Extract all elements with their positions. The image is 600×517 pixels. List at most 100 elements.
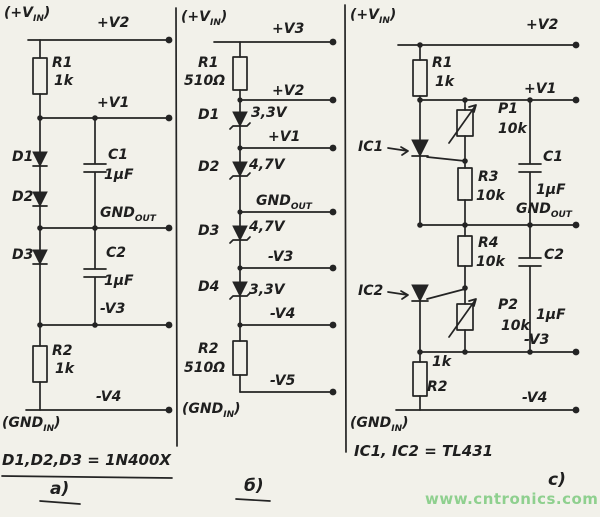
r3-name-c: R3 — [478, 169, 499, 185]
d3-name-b: D3 — [198, 223, 220, 239]
rail-label-v4-b: -V4 — [270, 306, 296, 322]
diode-d1-a — [32, 151, 48, 168]
c2-name-c: C2 — [544, 247, 565, 263]
capacitor-c1-a — [83, 117, 107, 229]
c1-value-a: 1µF — [104, 167, 134, 183]
ic1-tl431-symbol — [411, 139, 429, 158]
ic1-label-c: IC1 — [358, 139, 384, 155]
p1-name-c: P1 — [498, 101, 519, 117]
d2-label-a: D2 — [12, 189, 34, 205]
c1-name-c: C1 — [543, 149, 564, 165]
r2-name-a: R2 — [52, 343, 73, 359]
zener-d3-b — [232, 225, 248, 242]
d3-value-b: 4,7V — [249, 219, 285, 235]
gnd-out-label-c: GNDOUT — [516, 201, 572, 220]
rail-label-v2-c: +V2 — [526, 17, 559, 33]
circuit-c — [387, 41, 580, 414]
note-a: D1,D2,D3 = 1N400X — [2, 451, 171, 469]
c2-name-a: C2 — [106, 245, 127, 261]
p2-value-c: 10k — [501, 318, 530, 334]
rail-label-v2-a: +V2 — [97, 15, 130, 31]
p1-value-c: 10k — [498, 121, 527, 137]
gnd-in-label-b: (GNDIN) — [182, 401, 241, 420]
d1-value-b: 3,3V — [251, 105, 287, 121]
rail-label-v3-neg-b: -V3 — [268, 249, 294, 265]
d2-value-b: 4,7V — [249, 157, 285, 173]
resistor-r2-b — [232, 340, 248, 376]
r2-name-c: R2 — [427, 379, 448, 395]
c2-value-a: 1µF — [104, 273, 134, 289]
panel-divider-right — [344, 4, 347, 453]
resistor-r4-c — [457, 235, 473, 267]
panel-divider-left — [175, 7, 178, 447]
capacitor-c2-a — [83, 227, 107, 326]
caption-c: c) — [548, 470, 566, 490]
gnd-out-label-b: GNDOUT — [256, 193, 312, 212]
r1-value-c: 1k — [435, 74, 455, 90]
note-c: IC1, IC2 = TL431 — [354, 442, 494, 460]
r3-value-c: 10k — [476, 188, 505, 204]
rail-label-v3-a: -V3 — [100, 301, 126, 317]
ic2-label-c: IC2 — [358, 283, 384, 299]
c1-name-a: C1 — [108, 147, 129, 163]
rail-label-v1-c: +V1 — [524, 81, 557, 97]
rail-label-v1-a: +V1 — [97, 95, 130, 111]
diode-d2-a — [32, 191, 48, 208]
circuit-b — [213, 38, 337, 502]
circuit-a — [1, 36, 173, 505]
vin-label-b: (+VIN) — [181, 9, 228, 28]
r2-value-a: 1k — [55, 361, 75, 377]
d4-name-b: D4 — [198, 279, 220, 295]
resistor-r2-c — [412, 361, 428, 397]
caption-a: a) — [50, 479, 70, 499]
rail-label-v2-b: +V2 — [272, 83, 305, 99]
r1-name-c: R1 — [432, 55, 453, 71]
gnd-in-label-c: (GNDIN) — [350, 415, 409, 434]
vin-label-a: (+VIN) — [4, 5, 51, 24]
gnd-out-label-a: GNDOUT — [100, 205, 156, 224]
note-underline-a — [1, 475, 173, 479]
ic2-pointer-arrow — [387, 290, 409, 300]
p2-name-c: P2 — [498, 297, 519, 313]
resistor-r1-c — [412, 59, 428, 97]
ic1-pointer-arrow — [387, 146, 409, 156]
caption-underline-a — [39, 500, 81, 505]
resistor-r3-c — [457, 167, 473, 201]
d2-name-b: D2 — [198, 159, 220, 175]
rail-label-v4-c: -V4 — [522, 390, 548, 406]
ic2-tl431-symbol — [411, 284, 429, 303]
zener-d1-b — [232, 111, 248, 128]
c2-value-c: 1µF — [536, 307, 566, 323]
watermark-text: www.cntronics.com — [425, 490, 599, 508]
d1-label-a: D1 — [12, 149, 34, 165]
vin-label-c: (+VIN) — [350, 7, 397, 26]
caption-b: б) — [244, 476, 264, 496]
rail-label-v5-b: -V5 — [270, 373, 296, 389]
zener-d2-b — [232, 161, 248, 178]
pot-p1-arrow — [448, 104, 477, 144]
c1-value-c: 1µF — [536, 182, 566, 198]
resistor-r2-a — [32, 345, 48, 383]
r1-name-b: R1 — [198, 55, 219, 71]
pot-p2-arrow — [448, 298, 477, 338]
resistor-r1-b — [232, 56, 248, 91]
capacitor-c1-c — [518, 99, 542, 226]
caption-underline-b — [235, 498, 271, 502]
rail-label-v4-a: -V4 — [96, 389, 122, 405]
diode-d3-a — [32, 249, 48, 266]
rail-label-v3-top-b: +V3 — [272, 21, 305, 37]
r2-name-b: R2 — [198, 341, 219, 357]
r2-value-c: 1k — [432, 354, 452, 370]
rail-label-v3-c: -V3 — [524, 332, 550, 348]
r4-value-c: 10k — [476, 254, 505, 270]
d1-name-b: D1 — [198, 107, 220, 123]
rail-label-v1-b: +V1 — [268, 129, 301, 145]
r1-value-b: 510Ω — [184, 73, 226, 89]
r1-value-a: 1k — [54, 73, 74, 89]
r4-name-c: R4 — [478, 235, 499, 251]
r1-name-a: R1 — [52, 55, 73, 71]
gnd-in-label-a: (GNDIN) — [2, 415, 61, 434]
r2-value-b: 510Ω — [184, 360, 226, 376]
